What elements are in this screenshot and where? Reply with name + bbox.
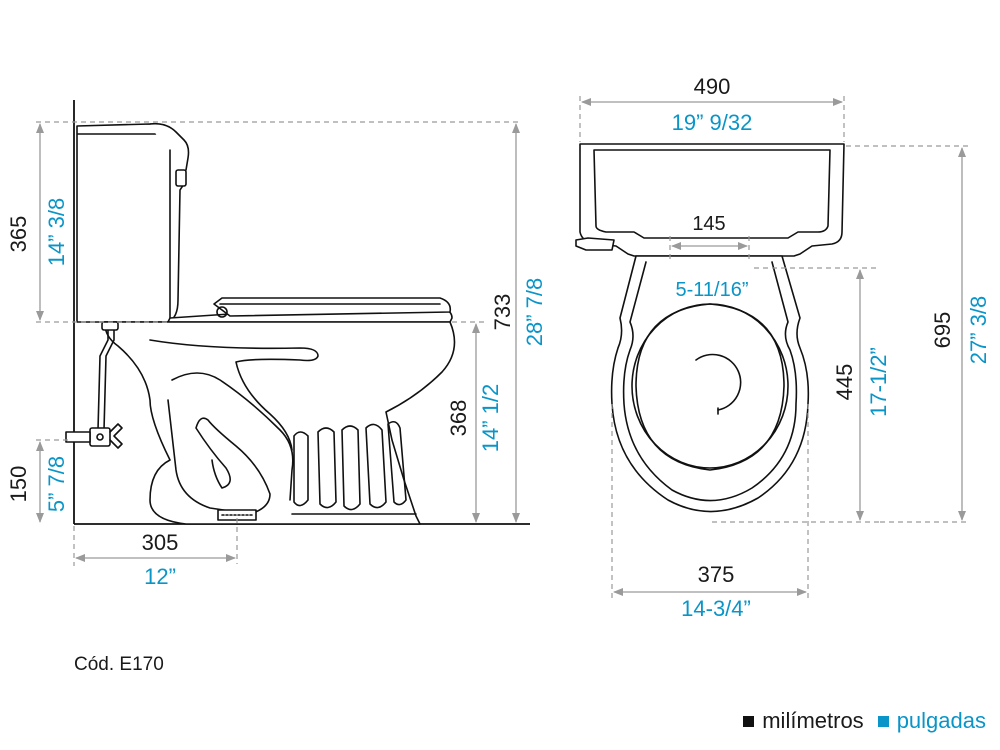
legend-millimeters: milímetros xyxy=(743,708,864,734)
bolt-spacing-in: 5-11/16” xyxy=(675,279,748,301)
dim-bolt-spacing: 145 5-11/16” xyxy=(669,213,750,301)
total-height-mm: 733 xyxy=(490,294,515,331)
bowl-width-in: 14-3/4” xyxy=(681,596,751,621)
product-code: Cód. E170 xyxy=(74,654,164,675)
dim-tank-width: 490 19” 9/32 xyxy=(579,74,845,142)
tank-width-mm: 490 xyxy=(694,74,731,99)
tank-width-in: 19” 9/32 xyxy=(672,110,753,135)
top-tank xyxy=(575,143,845,273)
side-tank xyxy=(76,122,190,323)
supply-height-mm: 150 xyxy=(6,466,31,503)
dim-tank-height: 365 14” 3/8 xyxy=(6,121,520,323)
units-legend: milímetros pulgadas xyxy=(743,708,986,734)
total-depth-in: 27” 3/8 xyxy=(966,296,991,365)
dim-total-height: 733 28” 7/8 xyxy=(490,123,547,523)
dim-supply-height: 150 5” 7/8 xyxy=(6,439,69,523)
bowl-length-in: 17-1/2” xyxy=(866,347,891,417)
bowl-height-in: 14” 1/2 xyxy=(478,384,503,453)
bolt-spacing-mm: 145 xyxy=(692,213,725,235)
rough-in-mm: 305 xyxy=(142,530,179,555)
dim-bowl-length: 445 17-1/2” xyxy=(712,267,891,523)
side-view: 365 14” 3/8 733 28” 7/8 368 14” 1/2 150 … xyxy=(6,100,547,589)
rough-in-in: 12” xyxy=(144,564,176,589)
side-seat xyxy=(167,297,453,323)
total-depth-mm: 695 xyxy=(930,312,955,349)
dim-bowl-height: 368 14” 1/2 xyxy=(446,321,503,523)
bowl-length-mm: 445 xyxy=(832,364,857,401)
bowl-height-mm: 368 xyxy=(446,400,471,437)
supply-height-in: 5” 7/8 xyxy=(44,456,69,512)
dim-total-depth: 695 27” 3/8 xyxy=(846,145,991,523)
legend-millimeters-label: milímetros xyxy=(762,708,864,733)
black-square-icon xyxy=(743,715,755,727)
total-height-in: 28” 7/8 xyxy=(522,278,547,347)
blue-square-icon xyxy=(877,715,889,727)
tank-height-in: 14” 3/8 xyxy=(44,198,69,267)
top-view: 490 19” 9/32 145 5-11/16” 445 17-1/2” 69… xyxy=(575,74,991,621)
legend-inches: pulgadas xyxy=(877,708,986,734)
dim-rough-in: 305 12” xyxy=(73,518,238,589)
dim-bowl-width: 375 14-3/4” xyxy=(611,404,809,621)
supply-valve xyxy=(65,321,123,449)
bowl-width-mm: 375 xyxy=(698,562,735,587)
top-bowl xyxy=(610,255,810,513)
tank-height-mm: 365 xyxy=(6,216,31,253)
side-bowl xyxy=(104,321,456,525)
legend-inches-label: pulgadas xyxy=(896,708,986,733)
